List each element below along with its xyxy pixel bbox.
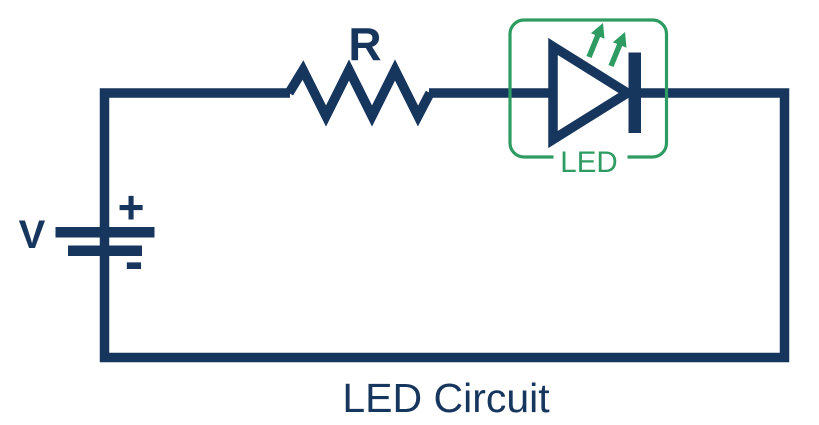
battery-negative-sign: - — [125, 229, 144, 292]
battery-label: V — [19, 213, 46, 257]
led-triangle-icon — [548, 37, 637, 149]
light-emission-arrow-icon — [608, 32, 627, 68]
led-label: LED — [560, 146, 617, 179]
circuit-loop-wire — [99, 88, 790, 363]
battery-positive-sign: + — [118, 181, 145, 233]
resistor-zigzag — [284, 59, 435, 127]
led-cathode-bar — [628, 52, 641, 133]
light-emission-arrow-icon — [586, 23, 605, 59]
battery-positive-plate — [55, 227, 155, 238]
diagram-title: LED Circuit — [342, 375, 550, 421]
resistor-label: R — [348, 18, 381, 70]
led-label-gap-mask — [553, 149, 628, 165]
battery-negative-plate — [68, 245, 142, 256]
